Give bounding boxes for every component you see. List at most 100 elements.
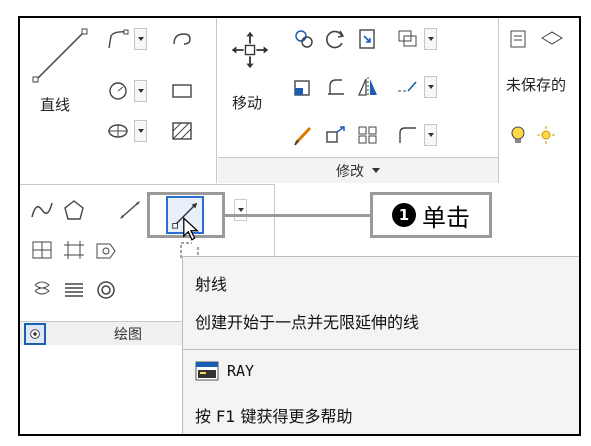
polyline-icon — [108, 29, 129, 49]
tooltip-description: 创建开始于一点并无限延伸的线 — [195, 313, 420, 332]
pin-glyph — [30, 328, 40, 339]
spline-icon — [31, 202, 53, 218]
revcloud-button[interactable] — [60, 277, 88, 303]
rotate-icon — [326, 30, 345, 49]
offset-dropdown[interactable] — [424, 28, 437, 50]
polygon-icon — [64, 200, 84, 220]
ellipse-button[interactable] — [104, 118, 132, 144]
line-tool-button[interactable] — [30, 26, 90, 86]
panel-separator — [498, 18, 499, 183]
draw-panel-title: 绘图 — [114, 326, 142, 343]
copy-icon — [295, 30, 313, 48]
hatch-icon — [172, 122, 192, 140]
extend-icon — [398, 81, 417, 92]
circle-dropdown[interactable] — [134, 80, 147, 102]
scale-icon — [326, 126, 345, 143]
circle-button[interactable] — [104, 78, 132, 104]
callout-connector — [225, 214, 370, 217]
erase-icon — [294, 126, 312, 146]
region-icon — [96, 243, 116, 259]
spline-button[interactable] — [28, 197, 56, 223]
ray-command-icon — [195, 361, 219, 381]
ellipse-icon — [108, 124, 128, 138]
polyline-button[interactable] — [104, 26, 132, 52]
modify-panel-title[interactable]: 修改 — [218, 157, 498, 183]
layer-icon — [510, 30, 526, 48]
ray-highlight-frame — [147, 192, 225, 238]
move-label: 移动 — [232, 94, 263, 112]
ray-icon — [172, 202, 198, 229]
ray-tooltip: 射线 创建开始于一点并无限延伸的线 RAY 按 F1 键获得更多帮助 — [182, 256, 579, 434]
layer-state-button[interactable] — [538, 26, 566, 52]
scale-button[interactable] — [322, 122, 350, 148]
tooltip-help: 按 F1 键获得更多帮助 — [195, 407, 353, 426]
layers-panel: 未保存的 — [500, 18, 579, 183]
revcloud-icon — [65, 283, 83, 297]
circle-icon — [109, 82, 127, 100]
region-button[interactable] — [92, 237, 120, 263]
line-icon — [32, 28, 88, 83]
fillet-button[interactable] — [322, 74, 350, 100]
rotate-copy-button[interactable] — [290, 26, 318, 52]
hatch-gradient-button[interactable] — [28, 237, 56, 263]
autocad-ribbon-frame: 直线 移动 — [18, 16, 581, 436]
callout-text: 单击 — [422, 203, 470, 232]
trim-button[interactable] — [354, 26, 382, 52]
tooltip-title: 射线 — [195, 275, 228, 294]
sun-button[interactable] — [532, 122, 560, 148]
donut-button[interactable] — [92, 277, 120, 303]
panel-separator — [216, 18, 217, 183]
rectangle-button[interactable] — [168, 78, 196, 104]
modify-title-text: 修改 — [336, 163, 364, 180]
extend-dropdown[interactable] — [424, 76, 437, 98]
layer-properties-button[interactable] — [506, 26, 534, 52]
move-icon — [231, 31, 269, 69]
click-callout: 1 单击 — [370, 192, 492, 238]
draw-extra-dropdown[interactable] — [234, 199, 247, 221]
offset-button[interactable] — [394, 26, 422, 52]
line-label: 直线 — [40, 96, 71, 114]
lightbulb-icon — [511, 126, 525, 143]
helix-icon — [34, 281, 50, 295]
tooltip-command-row: RAY — [195, 361, 254, 381]
pin-icon[interactable] — [24, 322, 46, 345]
chamfer-icon — [399, 127, 416, 143]
chevron-down-icon — [372, 168, 380, 173]
donut-icon — [97, 281, 115, 299]
extend-button[interactable] — [394, 74, 422, 100]
arc-button[interactable] — [168, 26, 196, 52]
ellipse-dropdown[interactable] — [134, 120, 147, 142]
construction-line-button[interactable] — [116, 197, 144, 223]
boundary-icon — [64, 241, 84, 259]
mirror-icon — [358, 77, 377, 97]
sun-icon — [537, 126, 555, 144]
erase-button[interactable] — [290, 122, 318, 148]
boundary-button[interactable] — [60, 237, 88, 263]
mirror-button[interactable] — [354, 74, 382, 100]
lightbulb-button[interactable] — [504, 122, 532, 148]
rectangle-icon — [172, 84, 192, 98]
tooltip-command: RAY — [227, 362, 255, 380]
arc-icon — [173, 33, 191, 45]
hatch-button[interactable] — [168, 118, 196, 144]
polygon-button[interactable] — [60, 197, 88, 223]
layer-state-combo[interactable]: 未保存的 — [506, 76, 567, 94]
chamfer-dropdown[interactable] — [424, 124, 437, 146]
polyline-dropdown[interactable] — [134, 28, 147, 50]
helix-button[interactable] — [28, 277, 56, 303]
chamfer-button[interactable] — [394, 122, 422, 148]
mouse-cursor-icon — [183, 216, 199, 241]
array-button[interactable] — [354, 122, 382, 148]
fillet-icon — [328, 79, 344, 95]
layer-state-icon — [541, 31, 563, 45]
array-icon — [358, 126, 377, 144]
rotate-button[interactable] — [322, 26, 350, 52]
offset-icon — [398, 30, 417, 47]
stretch-button[interactable] — [290, 74, 318, 100]
draw-panel: 直线 — [20, 18, 216, 183]
stretch-icon — [294, 80, 310, 96]
move-button[interactable] — [228, 28, 272, 72]
step-number: 1 — [392, 203, 416, 227]
tooltip-divider — [183, 349, 579, 350]
trim-icon — [359, 29, 375, 49]
